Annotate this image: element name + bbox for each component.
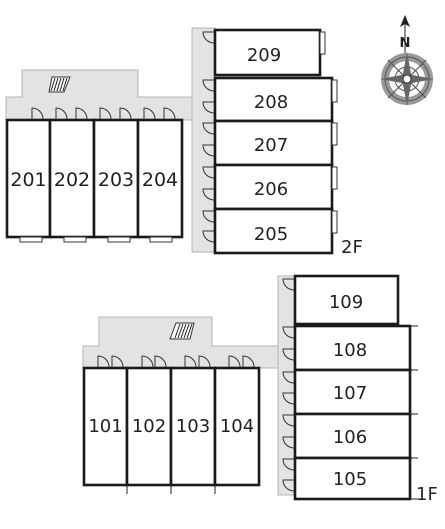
stairs-2f	[48, 76, 71, 93]
unit-number: 101	[88, 416, 122, 437]
unit-201: 201	[5, 118, 52, 239]
unit-number: 104	[220, 416, 254, 437]
partition-marks-1f-west	[126, 485, 216, 494]
unit-number: 105	[333, 469, 367, 490]
unit-209: 209	[213, 28, 322, 77]
unit-number: 103	[176, 416, 210, 437]
compass-rose: N	[380, 15, 434, 106]
unit-number: 109	[329, 292, 363, 313]
unit-204: 204	[136, 118, 184, 239]
unit-106: 106	[293, 412, 412, 460]
unit-202: 202	[48, 118, 96, 239]
unit-number: 206	[254, 179, 288, 200]
unit-203: 203	[92, 118, 140, 239]
balconies-2f-west	[19, 236, 173, 243]
doors-1f-east	[282, 278, 295, 492]
doors-1f-west	[97, 355, 255, 368]
compass-north-label: N	[400, 36, 411, 51]
unit-206: 206	[213, 163, 334, 211]
unit-number: 208	[254, 92, 288, 113]
unit-number: 202	[54, 169, 90, 191]
floor-1f: 101 102 103 104	[82, 274, 438, 505]
unit-number: 106	[333, 427, 367, 448]
floor-label-2f: 2F	[341, 237, 363, 258]
stairs-1f	[169, 322, 195, 340]
floor-2f: 201 202 203 204	[5, 27, 363, 258]
unit-107: 107	[293, 368, 412, 416]
unit-105: 105	[293, 456, 412, 501]
doors-2f-west	[31, 107, 176, 120]
unit-number: 207	[254, 135, 288, 156]
unit-109: 109	[293, 274, 400, 326]
north-arrow-icon	[400, 15, 410, 58]
floor-label-1f: 1F	[416, 484, 438, 505]
corridor-1f	[277, 275, 296, 496]
unit-number: 203	[98, 169, 134, 191]
unit-number: 204	[142, 169, 178, 191]
balconies-2f-east	[319, 31, 338, 234]
corridor-2f	[191, 27, 216, 253]
unit-number: 107	[333, 383, 367, 404]
unit-208: 208	[213, 76, 334, 123]
unit-number: 102	[132, 416, 166, 437]
unit-108: 108	[293, 324, 412, 372]
unit-101: 101	[82, 366, 129, 487]
corridor-1f-west	[82, 316, 279, 369]
unit-102: 102	[125, 366, 173, 487]
unit-103: 103	[169, 366, 217, 487]
unit-number: 201	[10, 169, 46, 191]
unit-number: 108	[333, 340, 367, 361]
unit-207: 207	[213, 119, 334, 167]
doors-2f-east	[202, 31, 215, 243]
unit-number: 205	[254, 224, 288, 245]
unit-104: 104	[213, 366, 261, 487]
unit-205: 205	[213, 207, 334, 255]
partition-marks-1f-east	[397, 276, 418, 500]
unit-number: 209	[247, 45, 281, 66]
